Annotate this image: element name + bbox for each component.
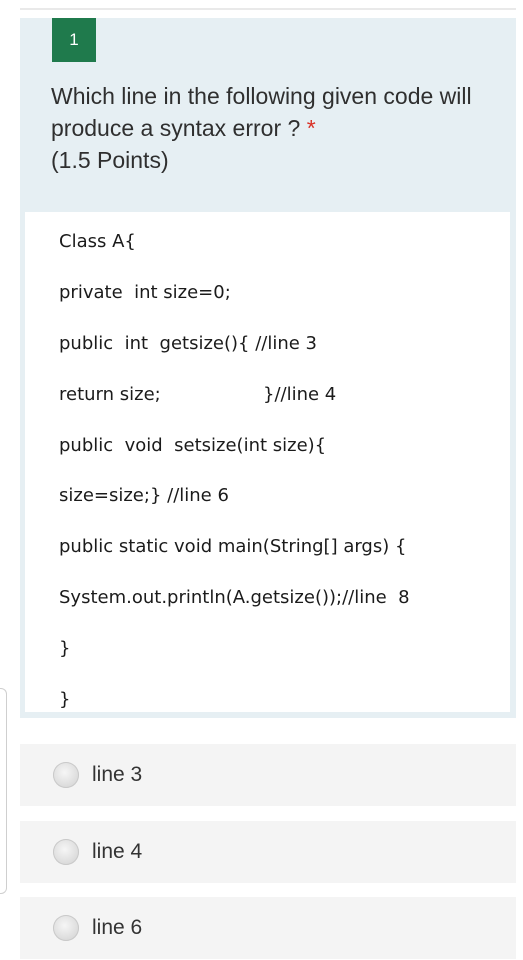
option-label: line 3 [92, 763, 143, 786]
radio-button-icon[interactable] [53, 915, 79, 941]
code-line-8: System.out.println(A.getsize());//line 8 [59, 587, 410, 608]
answer-group-frame [0, 688, 7, 894]
option-line-4[interactable]: line 4 [20, 821, 516, 883]
code-line-9: } [59, 638, 71, 659]
code-line-1: Class A{ [59, 231, 136, 252]
code-line-6: size=size;} //line 6 [59, 485, 229, 506]
code-line-10: } [59, 689, 71, 710]
code-line-5: public void setsize(int size){ [59, 435, 327, 456]
code-line-4: return size; [59, 384, 161, 405]
radio-button-icon[interactable] [53, 839, 79, 865]
option-line-3[interactable]: line 3 [20, 744, 516, 806]
code-line-2: private int size=0; [59, 282, 231, 303]
code-image: Class A{ private int size=0; public int … [25, 212, 510, 712]
option-line-6[interactable]: line 6 [20, 897, 516, 959]
question-points: (1.5 Points) [51, 147, 169, 173]
question-text: Which line in the following given code w… [51, 83, 472, 141]
required-marker: * [306, 115, 316, 141]
question-number-badge: 1 [52, 18, 96, 62]
question-text-block: Which line in the following given code w… [51, 80, 501, 176]
top-divider [20, 8, 516, 10]
code-line-4-comment: }//line 4 [263, 384, 337, 405]
radio-button-icon[interactable] [53, 762, 79, 788]
option-label: line 4 [92, 840, 143, 863]
option-label: line 6 [92, 916, 143, 939]
question-card: 1 Which line in the following given code… [20, 18, 516, 718]
code-line-3: public int getsize(){ //line 3 [59, 333, 317, 354]
code-line-7: public static void main(String[] args) { [59, 536, 407, 557]
